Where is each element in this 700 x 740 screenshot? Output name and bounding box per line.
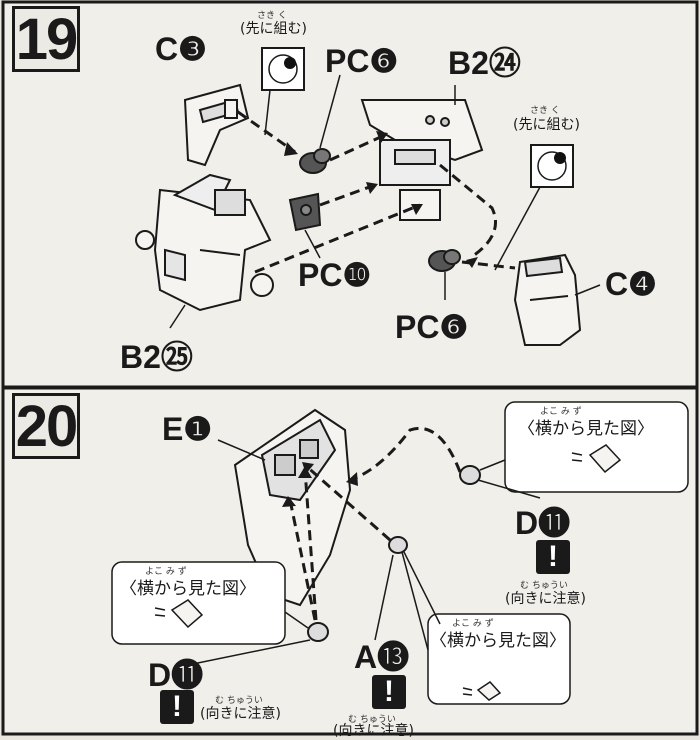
part-pcj-drawing [288, 192, 322, 232]
warning-icon-a13: ! [372, 675, 406, 709]
ruby-side-view-2: よこ み ず [145, 567, 187, 577]
ruby-assemble-first-right: さき く [530, 106, 560, 116]
ruby-orientation-2: む ちゅうい [215, 696, 263, 706]
leader-lines-19 [169, 74, 601, 329]
arrow-heads-19 [284, 131, 478, 268]
label-e1: E❶ [162, 411, 213, 447]
callout-side-view-1: 〈横から見た図〉 [518, 419, 654, 439]
label-b2-25: B2㉕ [120, 339, 193, 375]
label-d11-right: D⓫ [515, 505, 571, 541]
label-b2-24: B2㉔ [448, 45, 521, 81]
assembly-arrows-20 [288, 427, 462, 621]
note-orientation-3: (向きに注意) [333, 723, 414, 739]
arrow-heads-20 [282, 462, 358, 507]
step-number-20: 20 [12, 393, 80, 459]
bubble-pointers [284, 459, 506, 651]
part-pcg-top-drawing [299, 148, 331, 174]
leader-lines-20 [187, 439, 541, 666]
ruby-assemble-first-left: さき く [257, 11, 287, 21]
part-b2-25-drawing [135, 173, 274, 312]
label-d11-left: D⓫ [148, 657, 204, 693]
label-pcg-top: PC❻ [325, 43, 399, 79]
label-c3: C❸ [155, 31, 207, 67]
note-assemble-first-left: (先に組む) [240, 21, 307, 37]
part-pcg-bottom-drawing [428, 249, 461, 272]
ruby-orientation-3: む ちゅうい [348, 715, 396, 725]
bubble-mini-parts [170, 444, 622, 701]
motion-marks [154, 452, 583, 696]
part-c4-drawing [513, 253, 582, 346]
note-assemble-first-right: (先に組む) [513, 117, 580, 133]
callout-side-view-3: 〈横から見た図〉 [430, 631, 566, 651]
label-c4: C❹ [605, 266, 657, 302]
callout-side-view-2: 〈横から見た図〉 [120, 579, 256, 599]
part-d11-drawings [307, 465, 481, 642]
note-orientation-1: (向きに注意) [505, 591, 586, 607]
part-b2-24-drawing [360, 99, 484, 221]
label-pcg-bottom: PC❻ [395, 309, 469, 345]
note-orientation-2: (向きに注意) [200, 706, 281, 722]
step-19-panel [1, 0, 699, 389]
side-view-bubbles [111, 401, 689, 705]
label-a13: A⓭ [354, 639, 410, 675]
ruby-side-view-3: よこ み ず [452, 619, 494, 629]
step-number-19: 19 [12, 6, 80, 72]
warning-icon-d11-left: ! [160, 690, 194, 724]
warning-icon-d11-right: ! [536, 540, 570, 574]
label-pcj: PC❿ [298, 257, 372, 293]
ruby-side-view-1: よこ み ず [540, 407, 582, 417]
ruby-orientation-1: む ちゅうい [520, 581, 568, 591]
